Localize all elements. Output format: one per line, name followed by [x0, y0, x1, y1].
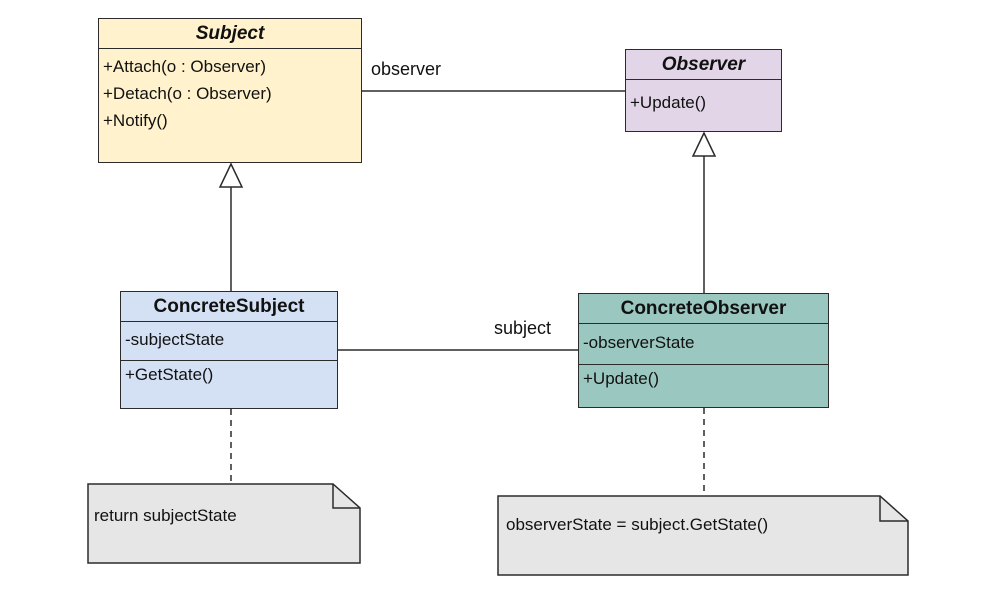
- role-label-subject: subject: [494, 318, 552, 338]
- operations-observer: +Update(): [626, 80, 781, 116]
- note-concrete-subject: [87, 483, 361, 564]
- class-name-subject: Subject: [99, 19, 361, 49]
- note-text-concrete-subject: return subjectState: [94, 506, 237, 525]
- note-text-concrete-observer: observerState = subject.GetState(): [506, 515, 769, 534]
- role-label-observer: observer: [371, 59, 442, 79]
- class-concrete-observer[interactable]: ConcreteObserver -observerState +Update(…: [578, 293, 829, 408]
- class-subject[interactable]: Subject +Attach(o : Observer) +Detach(o …: [98, 18, 362, 163]
- class-observer[interactable]: Observer +Update(): [625, 49, 782, 132]
- operation-get-state: +GetState(): [125, 365, 214, 384]
- generalization-arrowhead-observer: [691, 131, 717, 157]
- operation-attach: +Attach(o : Observer): [103, 57, 266, 76]
- class-name-concrete-observer: ConcreteObserver: [579, 294, 828, 324]
- note-fold-concrete-observer: [879, 496, 908, 522]
- note-concrete-observer: [497, 495, 909, 576]
- operations-subject: +Attach(o : Observer) +Detach(o : Observ…: [99, 49, 361, 134]
- note-fold-concrete-subject: [332, 484, 360, 509]
- attributes-concrete-observer: -observerState: [579, 324, 828, 365]
- operation-update-concrete: +Update(): [583, 369, 660, 388]
- operation-notify: +Notify(): [103, 111, 168, 130]
- class-concrete-subject[interactable]: ConcreteSubject -subjectState +GetState(…: [120, 291, 338, 409]
- operations-concrete-subject: +GetState(): [121, 361, 337, 388]
- operation-update: +Update(): [630, 93, 707, 112]
- class-name-observer: Observer: [626, 50, 781, 80]
- operations-concrete-observer: +Update(): [579, 365, 828, 392]
- attributes-concrete-subject: -subjectState: [121, 322, 337, 361]
- operation-detach: +Detach(o : Observer): [103, 84, 272, 103]
- generalization-arrowhead-subject: [218, 162, 244, 188]
- attribute-subject-state: -subjectState: [125, 330, 225, 349]
- class-name-concrete-subject: ConcreteSubject: [121, 292, 337, 322]
- attribute-observer-state: -observerState: [583, 333, 695, 352]
